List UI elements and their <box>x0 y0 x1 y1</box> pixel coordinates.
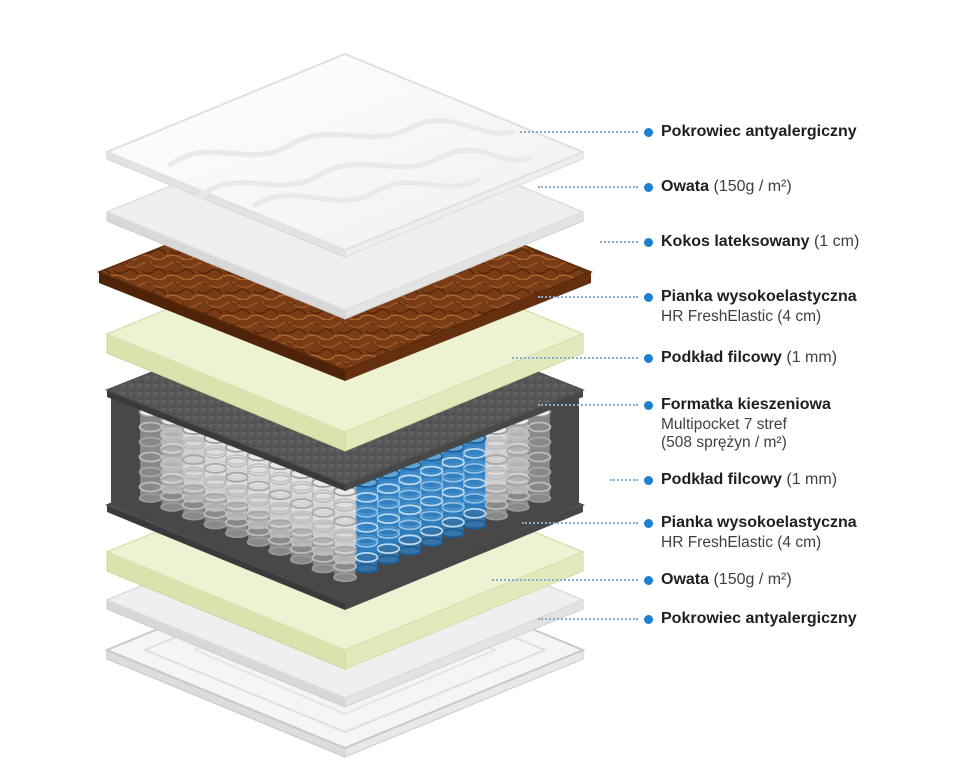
leader-line <box>538 618 638 620</box>
label-row-wadding-top: Owata (150g / m²) <box>538 176 792 198</box>
leader-line <box>610 479 638 481</box>
leader-dot <box>644 401 653 410</box>
label-springs: Formatka kieszeniowa Multipocket 7 stref… <box>661 396 831 451</box>
leader-dot <box>644 576 653 585</box>
leader-line <box>538 404 638 406</box>
leader-dot <box>644 183 653 192</box>
leader-line <box>512 357 638 359</box>
label-row-felt-top: Podkład filcowy (1 mm) <box>512 347 837 369</box>
label-row-springs: Formatka kieszeniowa Multipocket 7 stref… <box>538 394 831 452</box>
label-row-cover-top: Pokrowiec antyalergiczny <box>520 121 857 143</box>
label-row-coconut: Kokos lateksowany (1 cm) <box>600 231 859 253</box>
leader-line <box>522 522 638 524</box>
leader-dot <box>644 476 653 485</box>
leader-dot <box>644 354 653 363</box>
label-foam-bottom: Pianka wysokoelastyczna HR FreshElastic … <box>661 514 857 551</box>
label-wadding-bottom: Owata (150g / m²) <box>661 571 792 588</box>
leader-dot <box>644 615 653 624</box>
leader-line <box>492 579 638 581</box>
leader-line <box>520 131 638 133</box>
leader-line <box>600 241 638 243</box>
leader-dot <box>644 293 653 302</box>
label-wadding-top: Owata (150g / m²) <box>661 178 792 195</box>
label-cover-top: Pokrowiec antyalergiczny <box>661 123 857 140</box>
label-row-foam-bottom: Pianka wysokoelastyczna HR FreshElastic … <box>522 512 857 552</box>
label-coconut: Kokos lateksowany (1 cm) <box>661 233 860 250</box>
leader-dot <box>644 519 653 528</box>
label-row-felt-bottom: Podkład filcowy (1 mm) <box>610 469 837 491</box>
leader-dot <box>644 128 653 137</box>
layer-cover-top <box>104 52 586 258</box>
label-felt-bottom: Podkład filcowy (1 mm) <box>661 471 838 488</box>
leader-line <box>538 296 638 298</box>
label-row-foam-top: Pianka wysokoelastyczna HR FreshElastic … <box>538 286 857 326</box>
leader-line <box>538 186 638 188</box>
label-cover-bottom: Pokrowiec antyalergiczny <box>661 610 857 627</box>
label-row-cover-bottom: Pokrowiec antyalergiczny <box>538 608 857 630</box>
mattress-exploded-diagram <box>96 52 594 758</box>
label-row-wadding-bottom: Owata (150g / m²) <box>492 569 792 591</box>
leader-dot <box>644 238 653 247</box>
label-felt-top: Podkład filcowy (1 mm) <box>661 349 838 366</box>
label-foam-top: Pianka wysokoelastyczna HR FreshElastic … <box>661 288 857 325</box>
